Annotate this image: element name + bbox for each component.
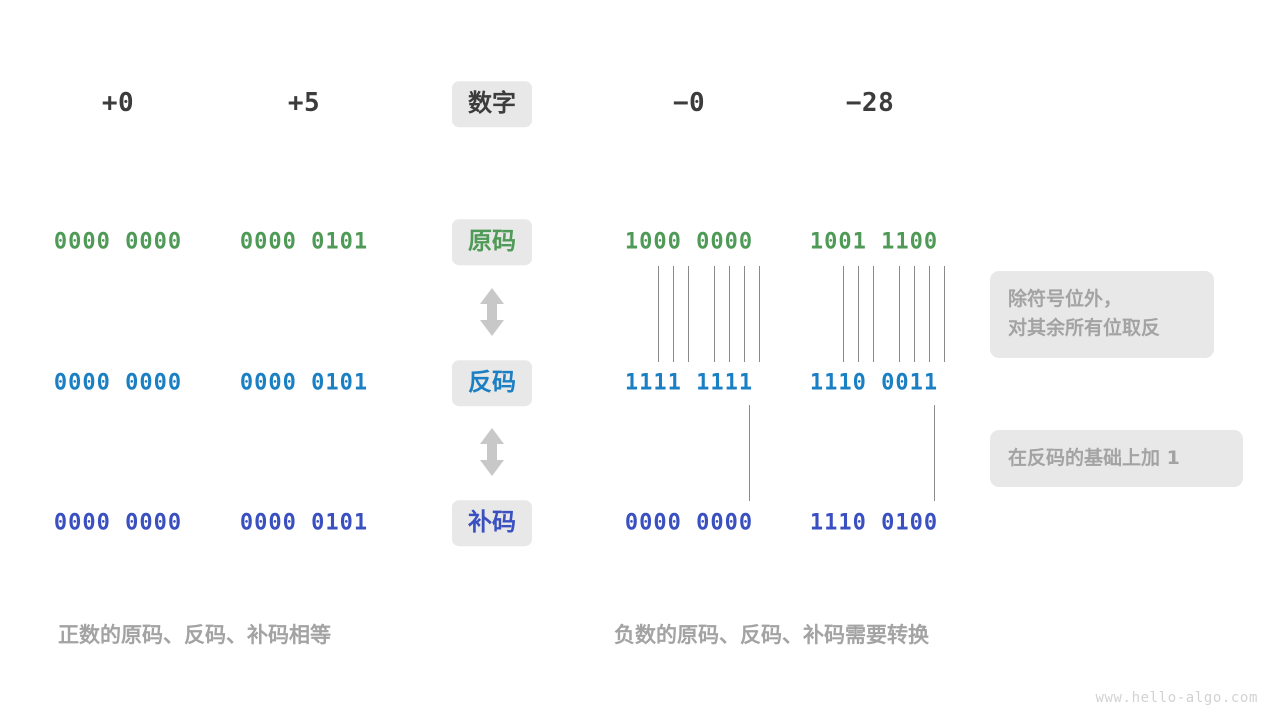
- connector-line: [714, 266, 715, 362]
- bits-ones-complement-plus-five: 0000 0101: [239, 370, 369, 396]
- connector-line: [729, 266, 730, 362]
- note-invert-bits: 除符号位外， 对其余所有位取反: [990, 271, 1214, 358]
- watermark: www.hello-algo.com: [1095, 690, 1258, 706]
- bits-ones-complement-plus-zero: 0000 0000: [53, 370, 183, 396]
- connector-line: [929, 266, 930, 362]
- connector-line: [934, 405, 935, 501]
- connector-line: [658, 266, 659, 362]
- bits-sign-magnitude-minus-28: 1001 1100: [809, 229, 939, 255]
- bits-ones-complement-minus-28: 1110 0011: [809, 370, 939, 396]
- double-arrow-icon: [479, 287, 505, 341]
- row-label-number: 数字: [452, 81, 532, 127]
- caption-positive: 正数的原码、反码、补码相等: [58, 623, 331, 647]
- header-value-plus-five: +5: [287, 88, 321, 118]
- note-add-one: 在反码的基础上加 1: [990, 430, 1243, 488]
- row-label-ones-complement: 反码: [452, 360, 532, 406]
- connector-line: [914, 266, 915, 362]
- double-arrow-icon: [479, 427, 505, 481]
- bits-sign-magnitude-plus-five: 0000 0101: [239, 229, 369, 255]
- caption-negative: 负数的原码、反码、补码需要转换: [614, 623, 929, 647]
- connector-line: [744, 266, 745, 362]
- connector-line: [944, 266, 945, 362]
- row-label-twos-complement: 补码: [452, 500, 532, 546]
- connector-line: [858, 266, 859, 362]
- connector-line: [759, 266, 760, 362]
- connector-line: [899, 266, 900, 362]
- connector-line: [843, 266, 844, 362]
- bits-sign-magnitude-minus-zero: 1000 0000: [624, 229, 754, 255]
- header-value-minus-28: −28: [845, 88, 895, 118]
- bits-twos-complement-plus-zero: 0000 0000: [53, 510, 183, 536]
- bits-twos-complement-minus-zero: 0000 0000: [624, 510, 754, 536]
- connector-line: [688, 266, 689, 362]
- bits-ones-complement-minus-zero: 1111 1111: [624, 370, 754, 396]
- connector-line: [673, 266, 674, 362]
- bits-twos-complement-plus-five: 0000 0101: [239, 510, 369, 536]
- header-value-plus-zero: +0: [101, 88, 135, 118]
- bits-twos-complement-minus-28: 1110 0100: [809, 510, 939, 536]
- connector-line: [749, 405, 750, 501]
- connector-line: [873, 266, 874, 362]
- bits-sign-magnitude-plus-zero: 0000 0000: [53, 229, 183, 255]
- header-value-minus-zero: −0: [672, 88, 706, 118]
- row-label-sign-magnitude: 原码: [452, 219, 532, 265]
